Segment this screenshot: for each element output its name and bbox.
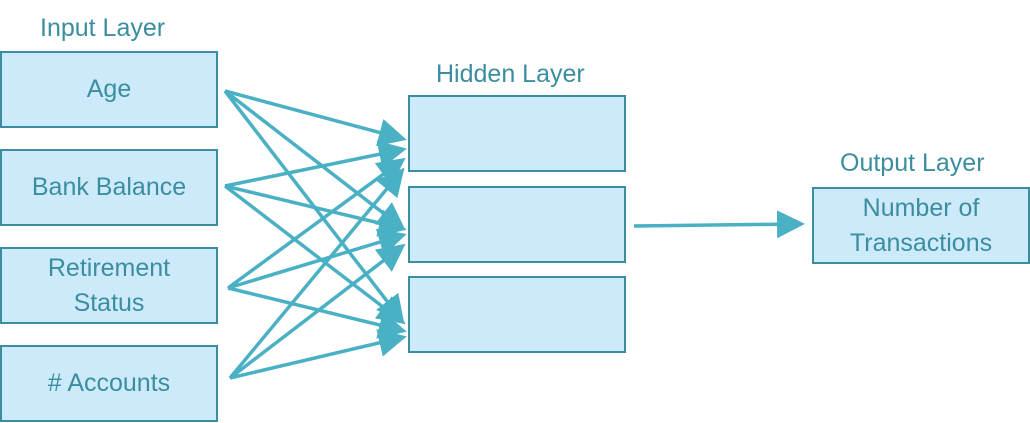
arrow-accounts-to-hidden-1 bbox=[228, 167, 405, 380]
input-node-label: # Accounts bbox=[47, 369, 171, 397]
input-node-bank-balance: Bank Balance bbox=[0, 149, 218, 226]
arrow-retirement-status-to-hidden-2 bbox=[227, 228, 407, 290]
input-node-label-line-2: Status bbox=[73, 288, 145, 317]
arrow-age-to-hidden-2 bbox=[223, 89, 406, 231]
arrow-retirement-status-to-hidden-3 bbox=[227, 286, 407, 339]
hidden-layer-title: Hidden Layer bbox=[436, 60, 585, 88]
arrow-bank-balance-to-hidden-3 bbox=[223, 184, 406, 325]
arrow-age-to-hidden-1 bbox=[224, 89, 407, 147]
arrow-hidden-to-output bbox=[633, 210, 805, 239]
arrow-accounts-to-hidden-2 bbox=[228, 243, 406, 380]
hidden-node-3 bbox=[408, 276, 626, 353]
arrow-bank-balance-to-hidden-1 bbox=[224, 140, 407, 188]
arrow-bank-balance-to-hidden-2 bbox=[224, 184, 407, 237]
output-node-label-line-2: Transactions bbox=[849, 228, 993, 257]
hidden-node-2 bbox=[408, 186, 626, 263]
input-node-label-line-1: Retirement bbox=[47, 253, 171, 282]
output-node-label-line-1: Number of bbox=[862, 193, 980, 222]
input-node-label: Bank Balance bbox=[31, 173, 187, 201]
arrow-accounts-to-hidden-3 bbox=[229, 329, 407, 380]
hidden-node-1 bbox=[408, 95, 626, 172]
arrow-age-to-hidden-3 bbox=[223, 89, 405, 324]
arrow-retirement-status-to-hidden-1 bbox=[226, 157, 406, 290]
input-node-retirement-status: Retirement Status bbox=[0, 247, 218, 324]
output-node-number-of-transactions: Number of Transactions bbox=[812, 187, 1030, 264]
output-layer-title: Output Layer bbox=[840, 149, 985, 177]
input-node-accounts: # Accounts bbox=[0, 345, 218, 422]
input-node-age: Age bbox=[0, 51, 218, 128]
input-layer-title: Input Layer bbox=[40, 14, 166, 42]
input-node-label: Age bbox=[86, 75, 132, 103]
